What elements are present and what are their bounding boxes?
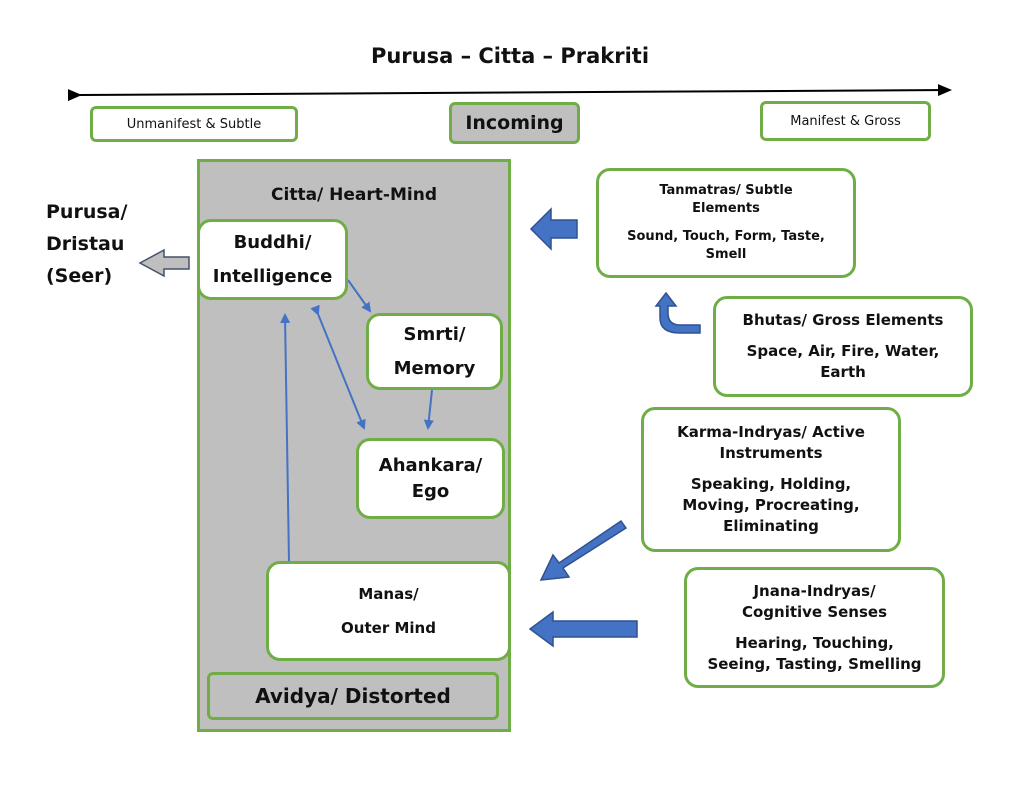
spectrum-arrow: [67, 84, 952, 102]
ahankara-box: Ahankara/ Ego: [356, 438, 505, 519]
jnana-body1: Hearing, Touching,: [735, 633, 894, 652]
ahankara-line2: Ego: [411, 480, 450, 502]
bhutas-curved-arrow: [654, 291, 701, 334]
manifest-text: Manifest & Gross: [790, 113, 901, 129]
purusa-line1: Purusa/: [46, 201, 128, 223]
karma-heading2: Instruments: [719, 444, 823, 462]
manas-line2: Outer Mind: [341, 619, 436, 637]
tanmatras-heading2: Elements: [692, 201, 760, 216]
manas-buddhi-connector: [280, 313, 291, 563]
jnana-body2: Seeing, Tasting, Smelling: [707, 654, 922, 673]
buddhi-line2: Intelligence: [212, 265, 333, 287]
manas-box: Manas/ Outer Mind: [266, 561, 511, 661]
buddhi-ahankara-connector: [310, 304, 366, 430]
buddhi-box: Buddhi/ Intelligence: [197, 219, 348, 300]
unmanifest-label: Unmanifest & Subtle: [90, 106, 298, 142]
jnana-heading2: Cognitive Senses: [741, 602, 888, 621]
to-purusa-arrow: [138, 248, 190, 278]
buddhi-smrti-connector: [347, 279, 372, 313]
incoming-label: Incoming: [449, 102, 580, 144]
unmanifest-text: Unmanifest & Subtle: [126, 116, 262, 132]
smrti-box: Smrti/ Memory: [366, 313, 503, 390]
karma-heading1: Karma-Indryas/ Active: [677, 423, 865, 441]
tanmatras-heading1: Tanmatras/ Subtle: [659, 183, 793, 198]
citta-title: Citta/ Heart-Mind: [271, 185, 437, 205]
diagram-title: Purusa – Citta – Prakriti: [370, 44, 650, 68]
jnana-box: Jnana-Indryas/ Cognitive Senses Hearing,…: [684, 567, 945, 688]
tanmatras-body1: Sound, Touch, Form, Taste,: [627, 229, 825, 244]
manas-line1: Manas/: [358, 585, 419, 603]
jnana-arrow: [528, 610, 638, 648]
karma-body1: Speaking, Holding,: [690, 475, 852, 493]
ahankara-line1: Ahankara/: [378, 454, 483, 476]
purusa-label: Purusa/ Dristau (Seer): [46, 196, 127, 292]
tanmatras-body2: Smell: [705, 247, 747, 262]
karma-body3: Eliminating: [723, 517, 819, 535]
jnana-heading1: Jnana-Indryas/: [753, 581, 876, 600]
incoming-text: Incoming: [465, 112, 564, 134]
bhutas-heading: Bhutas/ Gross Elements: [742, 311, 944, 329]
smrti-line2: Memory: [393, 357, 476, 379]
tanmatras-arrow: [529, 207, 578, 251]
karma-arrow: [539, 519, 628, 581]
smrti-ahankara-connector: [423, 389, 434, 430]
bhutas-body1: Space, Air, Fire, Water,: [746, 342, 940, 360]
karma-box: Karma-Indryas/ Active Instruments Speaki…: [641, 407, 901, 552]
avidya-text: Avidya/ Distorted: [255, 684, 451, 708]
bhutas-body2: Earth: [820, 363, 866, 381]
bhutas-box: Bhutas/ Gross Elements Space, Air, Fire,…: [713, 296, 973, 397]
tanmatras-box: Tanmatras/ Subtle Elements Sound, Touch,…: [596, 168, 856, 278]
buddhi-line1: Buddhi/: [233, 231, 312, 253]
avidya-box: Avidya/ Distorted: [207, 672, 499, 720]
purusa-line3: (Seer): [46, 265, 113, 287]
purusa-line2: Dristau: [46, 233, 125, 255]
smrti-line1: Smrti/: [403, 323, 466, 345]
karma-body2: Moving, Procreating,: [682, 496, 860, 514]
manifest-label: Manifest & Gross: [760, 101, 931, 141]
